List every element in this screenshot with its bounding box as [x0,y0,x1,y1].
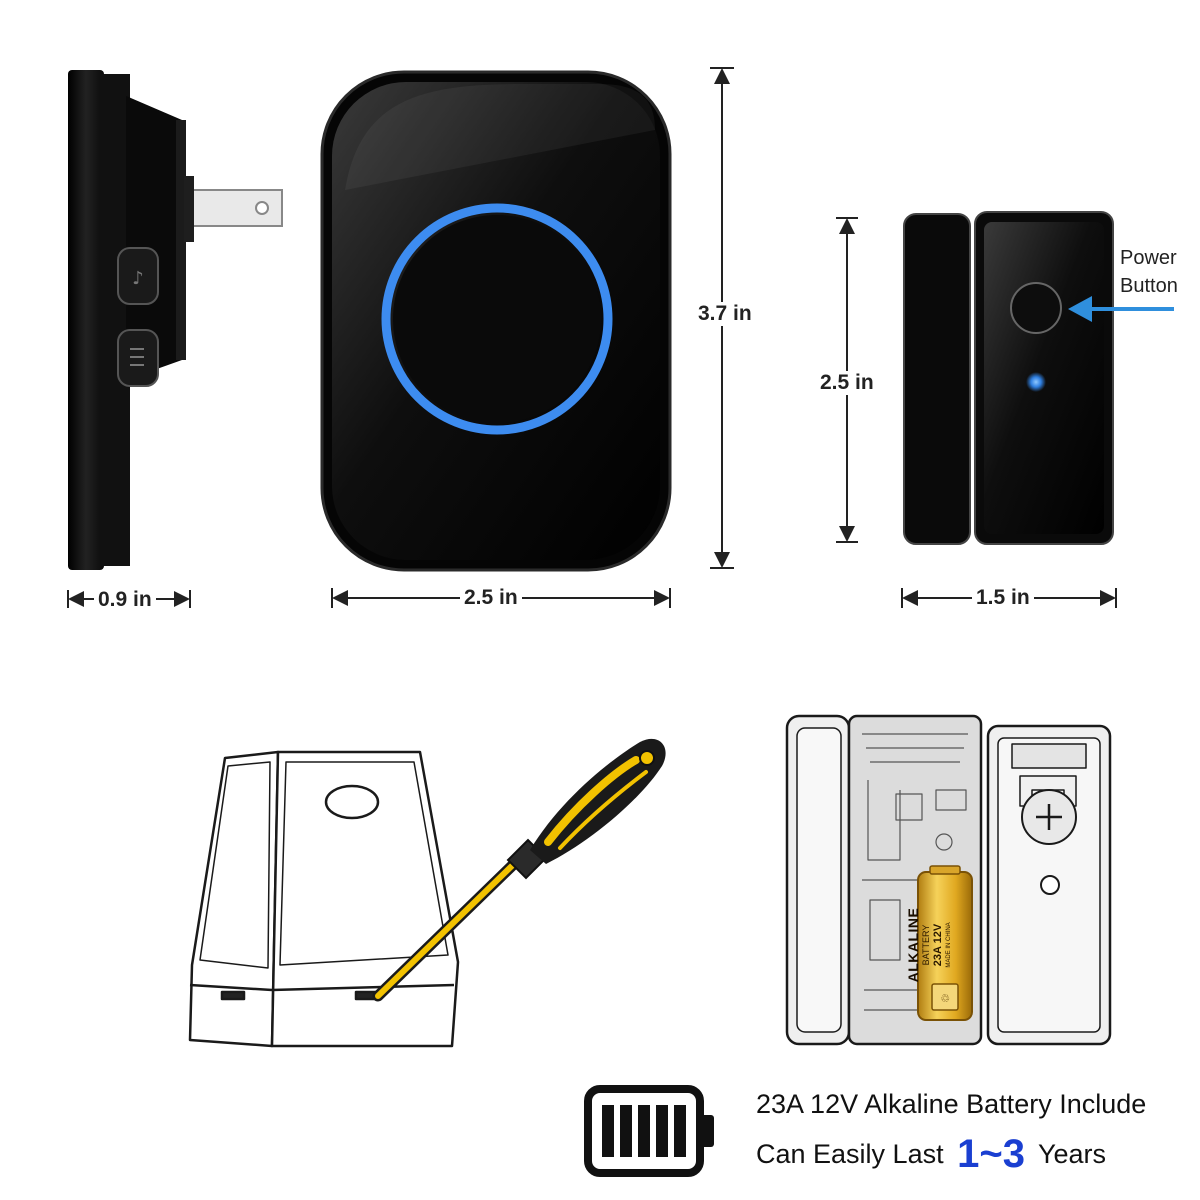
power-button-label-line2: Button [1120,275,1178,297]
battery-label: ALKALINE BATTERY 23A 12V MADE IN CHINA [905,890,985,1000]
receiver-depth-label: 0.9 in [94,588,156,612]
volume-button-icon [117,329,159,387]
receiver-width-label: 2.5 in [460,586,522,610]
battery-type: BATTERY [921,924,931,966]
caption-line2-prefix: Can Easily Last [756,1139,944,1169]
lifespan-highlight: 1~3 [957,1132,1025,1176]
receiver-front-view [320,70,672,572]
battery-23a-icon: ♲ [917,865,973,1021]
battery-origin: MADE IN CHINA [946,922,952,968]
battery-spec: 23A 12V [932,923,944,967]
arrow-left-icon [1068,296,1174,322]
plug-prong-icon [184,176,283,242]
button-height-label: 2.5 in [816,371,878,395]
music-button-icon: ♪ [117,247,159,305]
receiver-height-label: 3.7 in [694,302,756,326]
led-indicator-icon [1026,372,1046,392]
battery-full-icon [584,1085,714,1177]
transmitter-front-view [903,211,1114,545]
battery-brand: ALKALINE [905,907,921,983]
power-button-label-line1: Power [1120,247,1177,269]
power-button-icon [1010,282,1062,334]
svg-text:♲: ♲ [940,992,950,1005]
button-width-label: 1.5 in [972,586,1034,610]
svg-text:♪: ♪ [132,268,144,289]
receiver-side-view: ♪ [68,70,283,570]
transmitter-sketch-closed [188,750,460,1048]
caption-line2-suffix: Years [1037,1139,1107,1169]
battery-caption-line2: Can Easily Last 1~3 Years [756,1134,1107,1174]
ring-light-icon [381,203,613,435]
battery-caption-line1: 23A 12V Alkaline Battery Include [756,1089,1147,1119]
screwdriver-icon [372,738,666,1002]
